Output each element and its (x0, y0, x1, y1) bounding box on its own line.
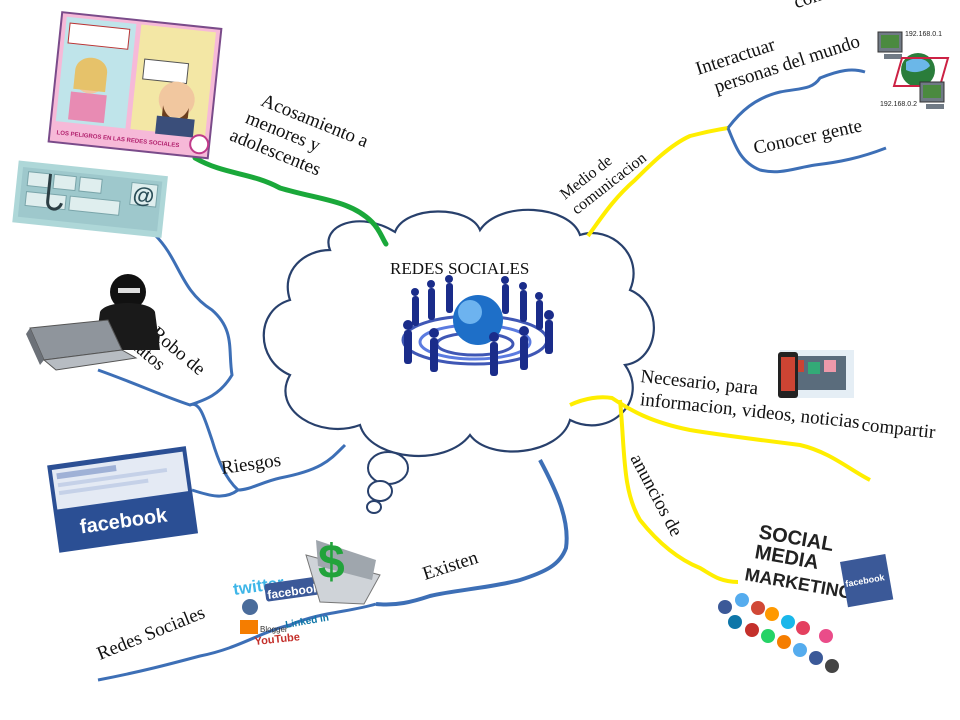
branch-conocer (726, 127, 887, 174)
branch-medio (586, 126, 729, 238)
branch-necesario (569, 395, 871, 482)
at-sign-icon: @ (132, 182, 156, 209)
blogger-logo: Blogger (260, 625, 288, 634)
ip-label-bottom: 192.168.0.2 (880, 101, 917, 108)
label-existen: Existen (420, 547, 481, 585)
central-title: REDES SOCIALES (390, 259, 529, 278)
thought-bubble-medium (367, 480, 393, 502)
marketing-icon-cluster (718, 593, 839, 673)
social-logos-image: twitter facebook Blogger YouTube Linked … (232, 536, 381, 648)
branch-riesgos-upper (189, 402, 347, 492)
branch-existen (375, 459, 569, 607)
label-redes-sociales: Redes Sociales (94, 602, 208, 664)
thought-bubble-large (367, 451, 409, 485)
hacker-laptop-image (26, 274, 160, 371)
smartphone-media-image (778, 350, 854, 398)
branch-robo (97, 233, 234, 407)
youtube-logo: YouTube (254, 631, 300, 648)
globe-people-illustration (401, 275, 554, 376)
label-riesgos: Riesgos (220, 450, 283, 479)
thought-bubble-small (366, 500, 382, 514)
branch-interactuar (726, 68, 866, 129)
dollar-sign-icon: $ (318, 536, 345, 589)
network-image: 192.168.0.1 192.168.0.2 (877, 31, 950, 109)
label-interactuar: Interactuar con personas del mundo (683, 0, 863, 102)
ip-label-top: 192.168.0.1 (905, 31, 942, 38)
label-anuncios: anuncios de (626, 450, 687, 540)
branch-acosamiento (192, 155, 389, 247)
branch-riesgos-facebook (191, 488, 239, 498)
branch-redes (97, 602, 377, 682)
phishing-keyboard-image: @ (12, 160, 168, 238)
central-cloud (262, 208, 655, 514)
branch-anuncios (618, 399, 739, 584)
linkedin-logo: Linked in (285, 612, 330, 630)
facebook-logo-image: facebook (47, 446, 199, 553)
cyberbullying-cartoon-image: LOS PELIGROS EN LAS REDES SOCIALES (47, 11, 223, 160)
label-conocer-gente: Conocer gente (752, 115, 864, 158)
social-media-marketing-image: SOCIAL MEDIA MARKETING facebook (718, 521, 894, 673)
